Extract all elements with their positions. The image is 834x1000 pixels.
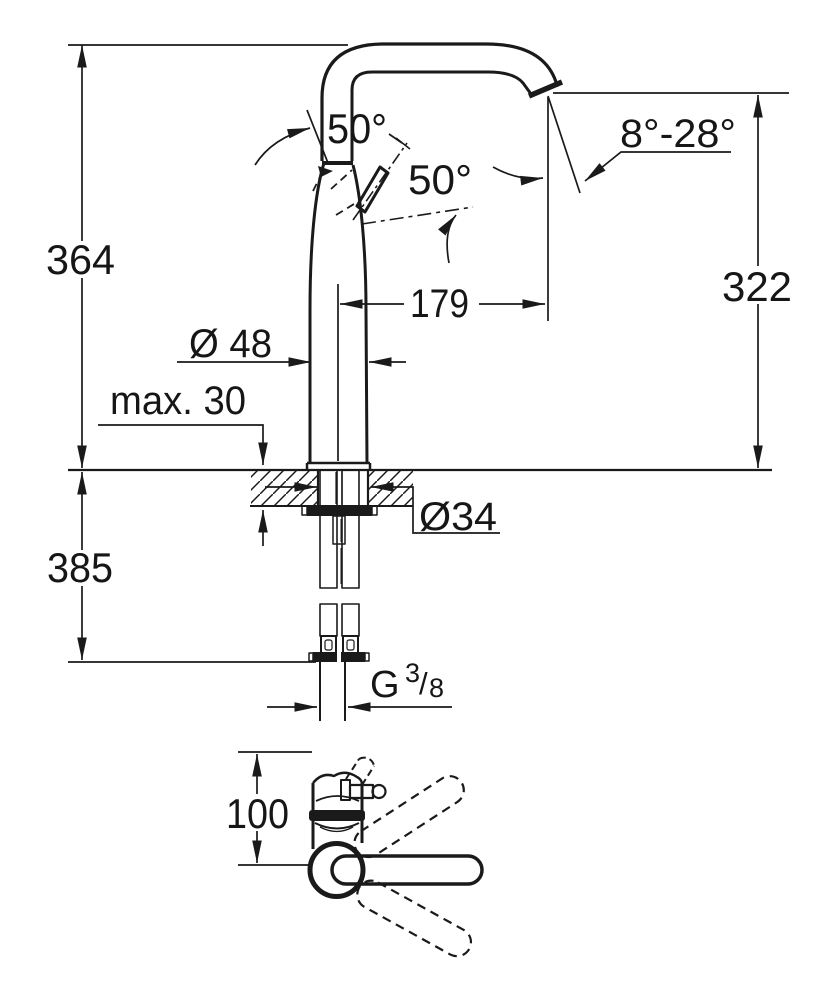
hose-left-upper <box>319 469 338 589</box>
label-total-height: 364 <box>46 236 115 283</box>
arc-arrow-outlet <box>492 166 544 186</box>
body-base-flange <box>305 461 372 470</box>
washer-tab-right <box>371 505 378 516</box>
hose-nut-right <box>341 652 365 662</box>
ferrule-slot-left <box>324 639 333 651</box>
body-right-edge <box>351 164 369 464</box>
handle-open-ref-line <box>306 109 329 164</box>
spout-inner-line <box>350 70 533 161</box>
label-handle-clearance: 100 <box>226 790 289 837</box>
sv-collar-band <box>309 810 365 821</box>
lever-up-position-dashed <box>353 775 465 859</box>
thread-base: G <box>370 664 400 706</box>
label-thread-g38: G 3 / 8 <box>370 658 444 706</box>
lever-pivot-circle <box>307 841 366 899</box>
lever-horizontal-position <box>330 854 484 886</box>
sv-pin-shaft <box>348 783 375 800</box>
label-handle-swing-angle: 50° <box>408 156 472 203</box>
sv-collar-curve2 <box>319 826 354 833</box>
lever-hidden-line-left <box>312 168 325 192</box>
hose-left-lower <box>319 603 338 637</box>
lever-axis-centerline <box>352 142 408 221</box>
sv-pin-tip <box>371 783 387 800</box>
nut-tab-right <box>364 652 370 662</box>
washer-tab-left <box>301 505 308 516</box>
lever-hidden-line-mid <box>330 169 353 190</box>
shank-hole-edges <box>316 470 370 505</box>
body-left-edge <box>308 162 326 463</box>
sv-dome-inner <box>315 795 360 802</box>
leader-8-28 <box>584 151 731 182</box>
thread-numerator: 3 <box>405 658 420 688</box>
ferrule-slot-right <box>346 639 355 651</box>
label-aerator-angle: 8°-28° <box>620 112 736 156</box>
lever-hidden-line-low <box>335 200 360 216</box>
deck-hatch-right <box>368 471 413 505</box>
threaded-rod <box>332 515 346 545</box>
sv-collar-curve1 <box>314 822 360 830</box>
dim-max30-upper <box>98 424 268 465</box>
hose-nut-left <box>313 652 337 662</box>
stream-angle-line <box>547 95 581 194</box>
label-hole-diameter: Ø34 <box>419 495 497 539</box>
faucet-handle-swing-view <box>307 756 484 958</box>
label-hose-length: 385 <box>47 544 113 591</box>
body-top-dome <box>312 771 364 784</box>
leader-50-open <box>388 133 403 144</box>
deck-hatch-left <box>251 471 318 505</box>
spout-outer-line <box>320 42 561 161</box>
supply-pipe <box>319 662 346 721</box>
thread-slash: / <box>419 666 428 701</box>
hose-right-upper <box>341 469 360 589</box>
threaded-stud-upper <box>335 472 343 504</box>
threaded-rod-lines <box>336 519 342 584</box>
lever-stick <box>355 165 390 214</box>
hose-right-lower <box>341 603 360 637</box>
lever-down-position-dashed <box>356 879 473 958</box>
label-body-diameter: Ø 48 <box>189 322 272 366</box>
nut-tab-left <box>308 652 314 662</box>
dimension-labels: 364 322 179 50° 50° 8°-28° Ø 48 max. 30 … <box>46 105 792 837</box>
lever-closed-axis <box>361 206 474 225</box>
spout-outlet-face <box>527 79 564 99</box>
arc-arrow-50-swing <box>438 214 457 264</box>
mounting-washer <box>307 505 372 516</box>
dim-34-leader <box>371 482 500 534</box>
thread-denominator: 8 <box>429 673 444 703</box>
arc-arrow-50-open <box>254 127 311 166</box>
label-spout-reach: 179 <box>410 282 469 326</box>
sv-spout-stub-dashed <box>345 756 375 786</box>
label-max-deck: max. 30 <box>110 379 246 423</box>
label-spout-height: 322 <box>722 263 792 310</box>
label-handle-open-angle: 50° <box>327 105 387 152</box>
label-halos <box>45 241 794 831</box>
faucet-front-view <box>68 42 772 721</box>
